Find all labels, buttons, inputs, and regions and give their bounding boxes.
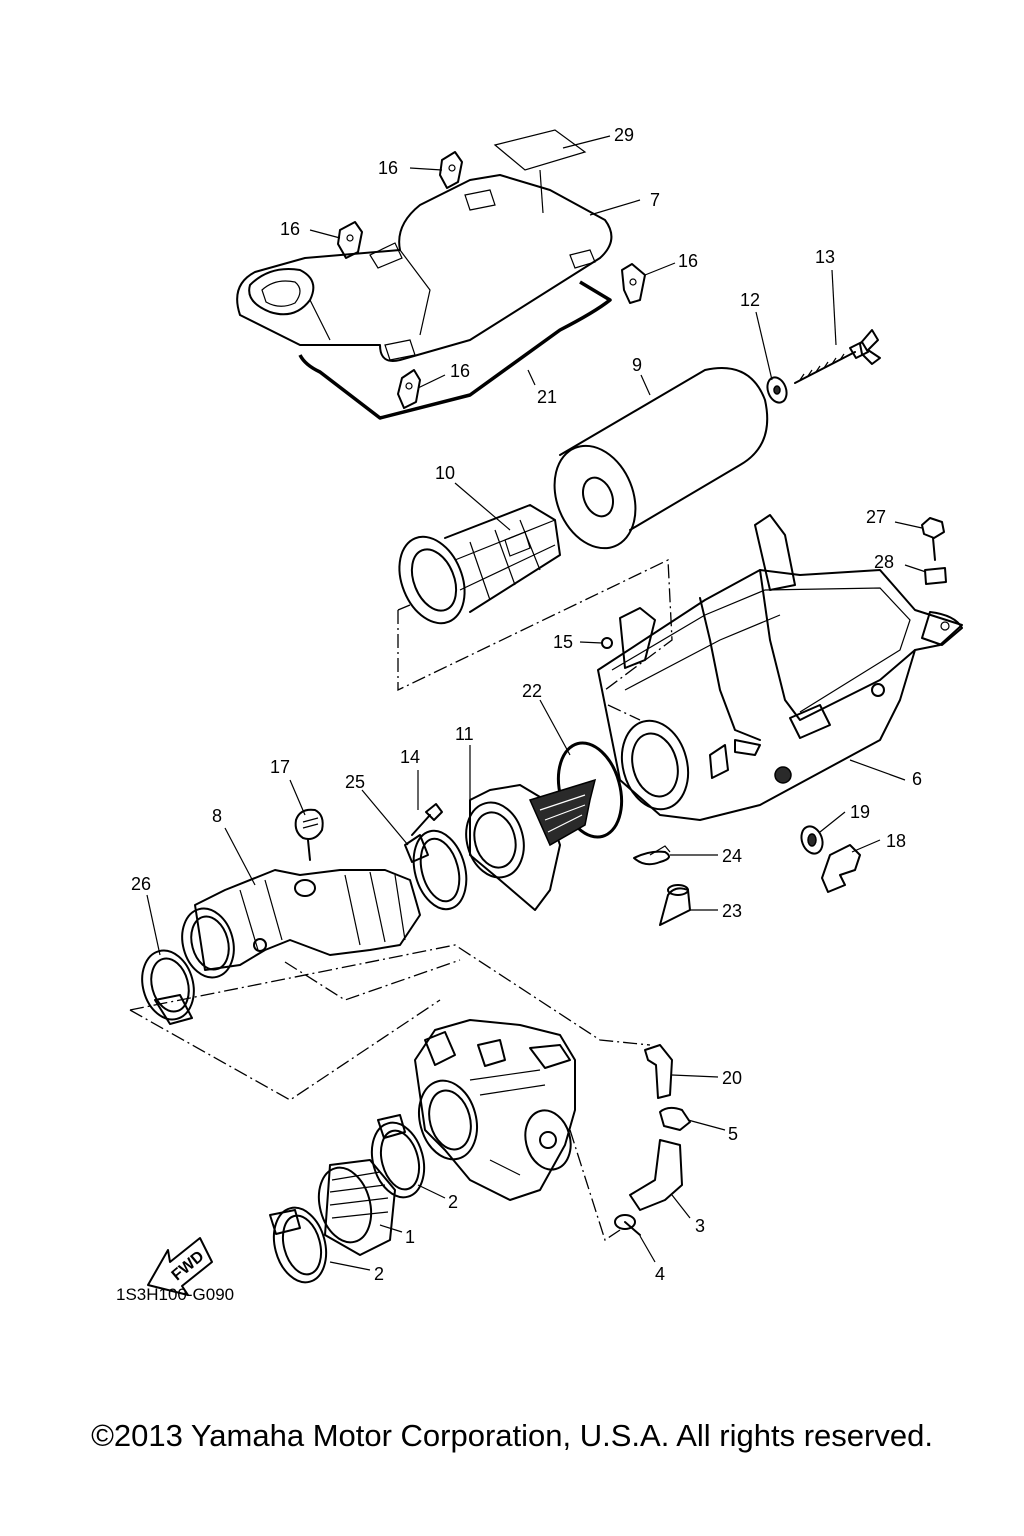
callout-29: 29 bbox=[614, 125, 634, 145]
part-21-seal-gasket[interactable] bbox=[298, 280, 612, 420]
part-2-clamp-lower[interactable] bbox=[266, 1202, 334, 1288]
leader-lines bbox=[146, 135, 927, 1271]
callout-12: 12 bbox=[740, 290, 760, 310]
fwd-label: FWD bbox=[169, 1248, 208, 1284]
diagram-reference-code: 1S3H100-G090 bbox=[116, 1285, 234, 1304]
throttle-body-assembly[interactable] bbox=[411, 1019, 577, 1201]
part-11-air-filter-joint[interactable] bbox=[458, 778, 597, 911]
callout-16: 16 bbox=[678, 251, 698, 271]
callout-16: 16 bbox=[378, 158, 398, 178]
part-6-air-filter-case[interactable] bbox=[597, 514, 963, 821]
part-16-clip-right[interactable] bbox=[621, 263, 646, 304]
part-1-throttle-body-joint[interactable] bbox=[311, 1159, 396, 1256]
callout-8: 8 bbox=[212, 806, 222, 826]
part-5-clamp[interactable] bbox=[659, 1106, 691, 1131]
callout-2: 2 bbox=[374, 1264, 384, 1284]
part-27-bolt[interactable] bbox=[921, 517, 945, 561]
part-8-intake-duct[interactable] bbox=[175, 869, 421, 983]
part-17-cap[interactable] bbox=[294, 808, 324, 861]
callout-5: 5 bbox=[728, 1124, 738, 1144]
part-25-hose-clamp[interactable] bbox=[404, 825, 475, 915]
part-7-airbox-cap[interactable] bbox=[236, 174, 613, 362]
callout-20: 20 bbox=[722, 1068, 742, 1088]
part-26-hose-clamp[interactable] bbox=[135, 945, 201, 1026]
callout-3: 3 bbox=[695, 1216, 705, 1236]
callout-22: 22 bbox=[522, 681, 542, 701]
part-3-hose[interactable] bbox=[629, 1139, 683, 1211]
part-14-screw[interactable] bbox=[411, 803, 443, 836]
callout-9: 9 bbox=[632, 355, 642, 375]
callout-14: 14 bbox=[400, 747, 420, 767]
callout-24: 24 bbox=[722, 846, 742, 866]
part-29-label-sticker[interactable] bbox=[493, 129, 587, 171]
callout-7: 7 bbox=[650, 190, 660, 210]
part-13-wing-bolt[interactable] bbox=[794, 329, 881, 384]
part-18-elbow-hose-joint[interactable] bbox=[821, 844, 861, 893]
callout-6: 6 bbox=[912, 769, 922, 789]
callout-15: 15 bbox=[553, 632, 573, 652]
callout-2: 2 bbox=[448, 1192, 458, 1212]
callout-10: 10 bbox=[435, 463, 455, 483]
part-28-collar[interactable] bbox=[924, 567, 947, 585]
part-16-clip-left[interactable] bbox=[337, 221, 363, 259]
callout-27: 27 bbox=[866, 507, 886, 527]
callout-16: 16 bbox=[280, 219, 300, 239]
callout-19: 19 bbox=[850, 802, 870, 822]
part-20-hose[interactable] bbox=[644, 1044, 673, 1099]
part-4-clip[interactable] bbox=[614, 1214, 641, 1236]
callout-21: 21 bbox=[537, 387, 557, 407]
callout-13: 13 bbox=[815, 247, 835, 267]
callout-23: 23 bbox=[722, 901, 742, 921]
callout-16: 16 bbox=[450, 361, 470, 381]
part-9-air-filter-element[interactable] bbox=[540, 367, 769, 560]
callout-25: 25 bbox=[345, 772, 365, 792]
part-24-hose-clip[interactable] bbox=[633, 845, 671, 866]
part-12-washer[interactable] bbox=[764, 375, 790, 406]
callout-11: 11 bbox=[455, 724, 474, 744]
callout-26: 26 bbox=[131, 874, 151, 894]
callout-18: 18 bbox=[886, 831, 906, 851]
part-23-drain-plug[interactable] bbox=[659, 884, 691, 926]
copyright-notice: ©2013 Yamaha Motor Corporation, U.S.A. A… bbox=[91, 1418, 933, 1453]
callout-1: 1 bbox=[405, 1227, 415, 1247]
callout-17: 17 bbox=[270, 757, 290, 777]
callout-numbers: 29 7 16 16 16 16 21 13 12 9 10 27 28 15 … bbox=[131, 125, 922, 1284]
part-2-clamp-upper[interactable] bbox=[364, 1114, 432, 1203]
part-16-clip-top[interactable] bbox=[439, 151, 463, 189]
part-16-clip-bottom[interactable] bbox=[397, 369, 421, 409]
callout-28: 28 bbox=[874, 552, 894, 572]
part-15-nut[interactable] bbox=[601, 637, 613, 649]
part-19-grommet[interactable] bbox=[798, 823, 826, 856]
callout-4: 4 bbox=[655, 1264, 665, 1284]
part-10-filter-guide[interactable] bbox=[387, 504, 561, 633]
reference-boundary-lines bbox=[129, 558, 673, 1242]
